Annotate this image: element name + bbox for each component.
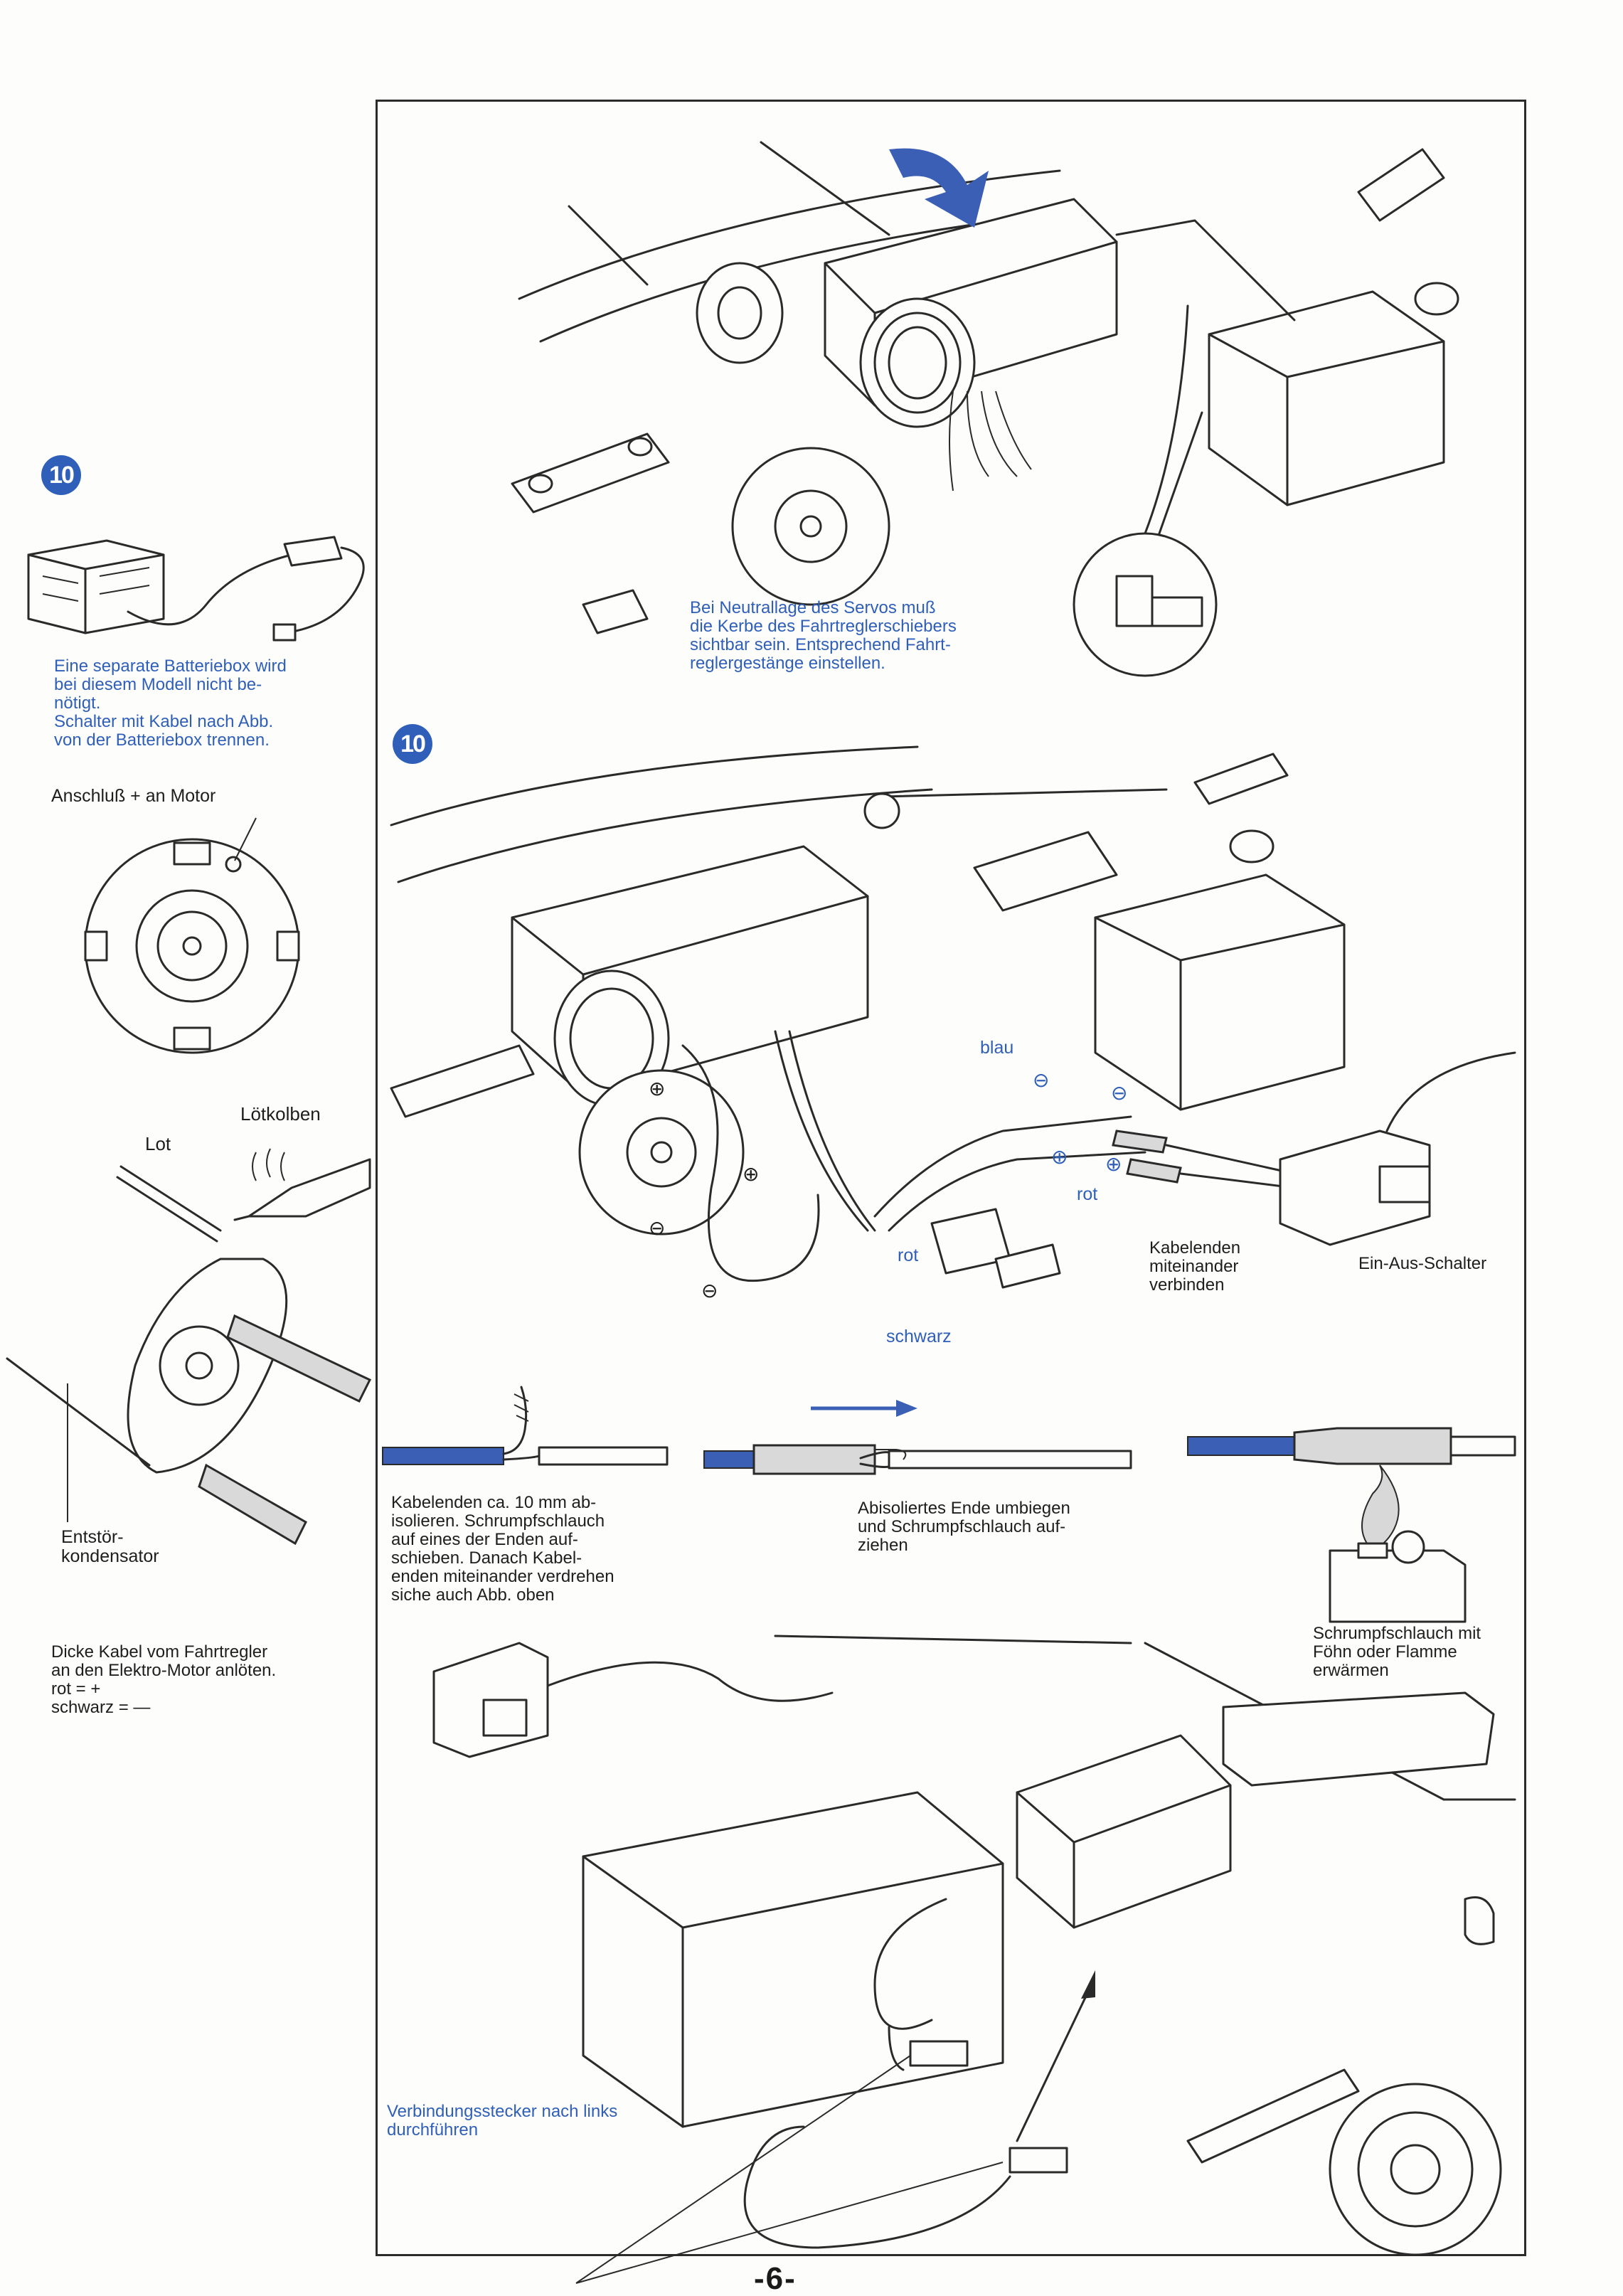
motor-endplate-illustration [84,817,300,1054]
on-off-switch-label: Ein-Aus-Schalter [1358,1254,1487,1273]
red-wire-label-left: rot [898,1245,919,1265]
cable-join-label: Kabelenden miteinander verbinden [1149,1238,1241,1295]
lighter-illustration [1329,1465,1467,1623]
plus-mark: ⊕ [743,1163,760,1185]
red-wire-label-right: rot [1077,1184,1098,1204]
cable-step-3 [1187,1427,1516,1465]
page-number: -6- [754,2261,797,2296]
battery-note: Eine separate Batteriebox wird bei diese… [54,657,287,750]
soldering-iron-label: Lötkolben [240,1103,321,1125]
plus-mark: ⊕ [1051,1146,1068,1168]
step-2-instructions: Abisoliertes Ende umbiegen und Schrumpfs… [858,1499,1070,1555]
wire-note: Dicke Kabel vom Fahrtregler an den Elekt… [51,1642,277,1717]
capacitor-label: Entstör- kondensator [61,1527,159,1566]
connector-routing-note: Verbindungsstecker nach links durchführe… [387,2102,618,2140]
bottom-assembly-diagram [432,1635,1516,2284]
step-number-badge-middle: 10 [393,724,432,764]
step-number-badge: 10 [41,455,81,495]
solder-label: Lot [145,1133,171,1154]
cable-step-2 [703,1400,1132,1475]
blue-wire-label: blau [980,1038,1014,1058]
minus-mark: ⊖ [701,1280,718,1302]
diagram-frame [376,100,1526,2256]
black-wire-label: schwarz [886,1327,952,1346]
servo-neutral-note: Bei Neutrallage des Servos muß die Kerbe… [690,598,957,673]
step-1-instructions: Kabelenden ca. 10 mm ab- isolieren. Schr… [391,1493,614,1605]
plus-mark: ⊕ [649,1078,666,1100]
soldering-illustration [6,1148,372,1546]
motor-connection-label: Anschluß + an Motor [51,786,216,806]
plus-mark: ⊕ [1105,1153,1122,1175]
top-assembly-diagram [511,141,1459,677]
minus-mark: ⊖ [1111,1082,1128,1104]
battery-box-illustration [27,536,365,642]
step-3-instructions: Schrumpfschlauch mit Föhn oder Flamme er… [1313,1624,1481,1680]
minus-mark: ⊖ [649,1217,666,1239]
minus-mark: ⊖ [1033,1069,1050,1091]
middle-wiring-diagram [390,745,1516,1289]
cable-step-1 [382,1386,669,1466]
